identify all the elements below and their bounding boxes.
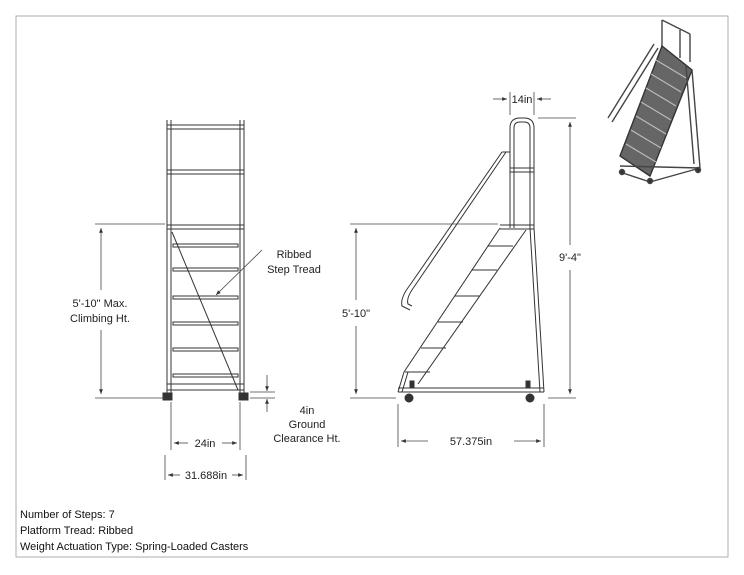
side-step-treads	[405, 245, 513, 373]
spec-number-of-steps: Number of Steps: 7	[20, 509, 115, 521]
spec-weight-actuation: Weight Actuation Type: Spring-Loaded Cas…	[20, 541, 249, 553]
tread-label-line2: Step Tread	[267, 264, 321, 276]
sheet-border	[15, 15, 729, 558]
front-dimensions	[95, 223, 275, 480]
side-base-length: 57.375in	[450, 436, 492, 448]
side-overall-height: 9'-4"	[559, 252, 581, 264]
tread-label-line1: Ribbed	[277, 249, 312, 261]
ground-label-line1: 4in	[300, 405, 315, 417]
side-top-depth: 14in	[512, 94, 533, 106]
side-view	[397, 117, 545, 403]
front-view	[162, 120, 249, 401]
front-outer-width: 31.688in	[185, 470, 227, 482]
side-climb-height: 5'-10"	[342, 308, 370, 320]
ground-label-line2: Ground	[289, 419, 326, 431]
front-climb-label-line2: Climbing Ht.	[70, 313, 130, 325]
front-inner-width: 24in	[195, 438, 216, 450]
spec-platform-tread: Platform Tread: Ribbed	[20, 525, 134, 537]
ground-label-line3: Clearance Ht.	[273, 433, 340, 445]
isometric-view	[607, 19, 702, 185]
side-dimensions	[350, 92, 576, 447]
drawing-labels: 5'-10" Max. Climbing Ht. Ribbed Step Tre…	[70, 94, 581, 482]
front-step-treads	[172, 243, 239, 378]
front-climb-label-line1: 5'-10" Max.	[73, 298, 128, 310]
